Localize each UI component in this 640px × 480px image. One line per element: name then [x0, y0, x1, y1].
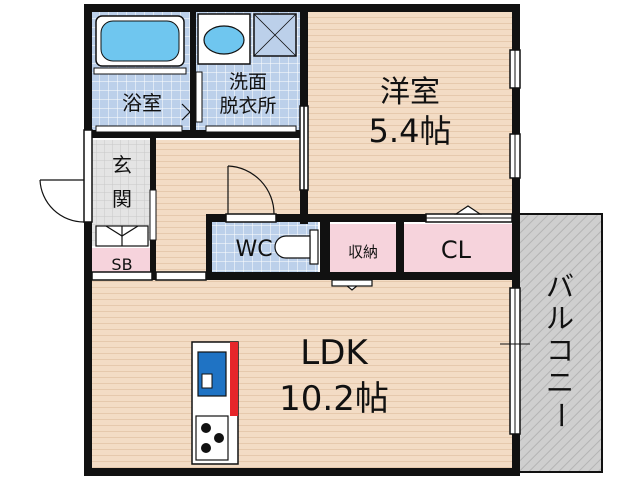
western-room-name: 洋室: [380, 75, 440, 110]
entrance-door: [39, 179, 85, 223]
balcony-label: バ ル コ ニ ー: [544, 270, 577, 429]
toilet-label: WC: [235, 237, 272, 262]
washer-pan-icon: [253, 13, 297, 57]
western-room-floor: [308, 12, 514, 216]
bath-name: 浴室: [122, 91, 162, 115]
shoe-box-icon: [95, 225, 149, 247]
balcony-char-2: ル: [546, 302, 574, 335]
bathtub-icon: [93, 15, 187, 75]
wash-basin-icon: [197, 13, 251, 65]
balcony-char-1: バ: [546, 270, 574, 303]
ldk-name: LDK: [300, 333, 369, 373]
shoe-box-label: SB: [111, 255, 132, 274]
toilet-door: [227, 165, 275, 215]
washroom-line2: 脱衣所: [219, 95, 276, 117]
entrance-char1: 玄: [112, 153, 132, 177]
washroom-line1: 洗面: [229, 71, 267, 93]
stove-icon: [195, 415, 229, 461]
ldk-size: 10.2帖: [279, 379, 389, 419]
entrance-char2: 関: [112, 187, 132, 211]
bath-door-icon: [181, 103, 191, 121]
door-marks: [331, 205, 482, 291]
kitchen-sink-icon: [197, 351, 227, 397]
balcony-floor: [518, 214, 602, 472]
storage-floor: [330, 224, 396, 272]
balcony-char-4: ニ: [546, 366, 574, 399]
ldk-floor: [92, 280, 514, 468]
closet-label: CL: [441, 236, 472, 264]
toilet-bowl-icon: [274, 229, 319, 265]
balcony-char-5: ー: [544, 401, 577, 429]
balcony-char-3: コ: [546, 334, 574, 367]
shoe-box-floor: [92, 248, 150, 274]
storage-label: 収納: [348, 243, 378, 261]
western-room-size: 5.4帖: [369, 112, 452, 150]
outer-walls: [84, 4, 520, 476]
closet-floor: [404, 224, 512, 272]
